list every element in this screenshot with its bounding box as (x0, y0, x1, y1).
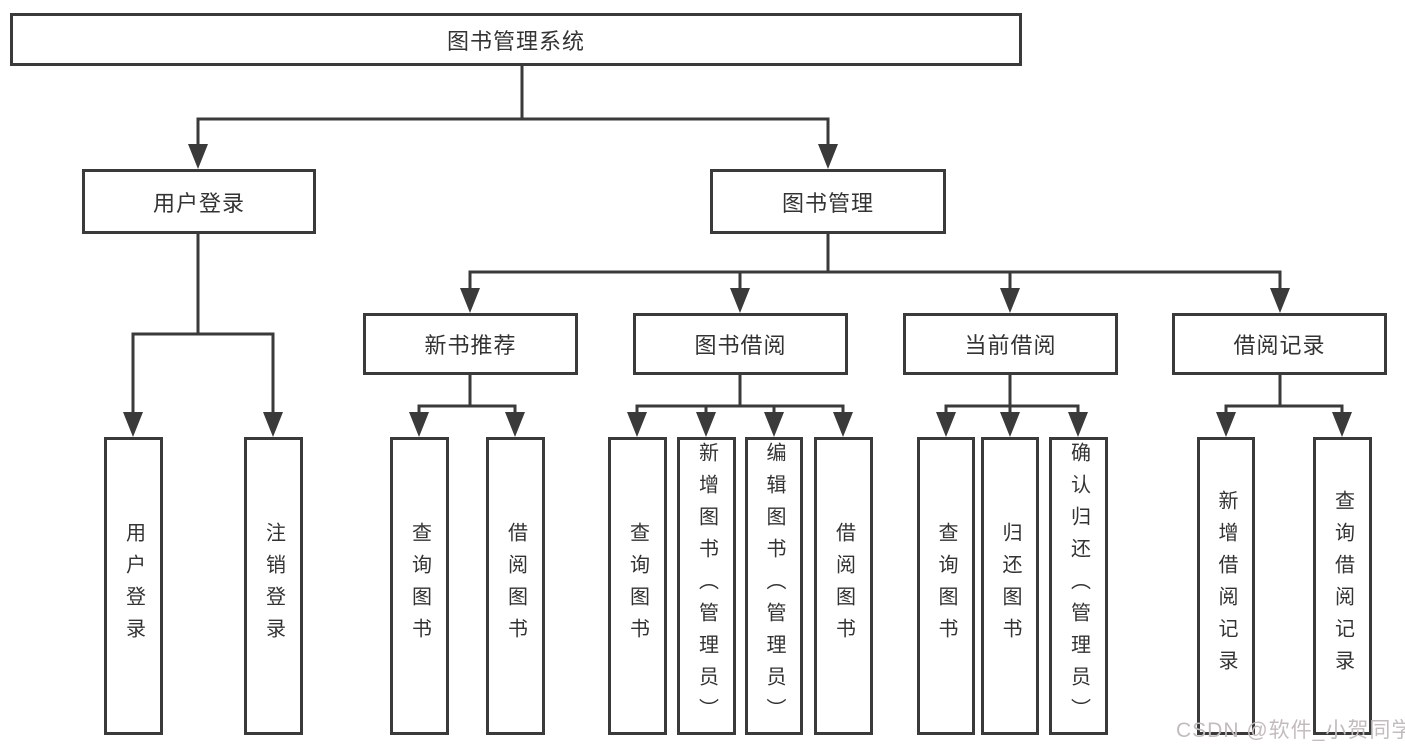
node-root: 图书管理系统 (10, 13, 1022, 66)
leaf-query-book-recommend: 查询图书 (390, 437, 449, 735)
watermark: CSDN @软件_小贺同学 (1176, 719, 1405, 742)
leaf-borrow-book-recommend-label: 借阅图书 (504, 522, 527, 650)
leaf-user-login: 用户登录 (104, 437, 163, 735)
leaf-logout: 注销登录 (244, 437, 303, 735)
leaf-add-borrow-record: 新增借阅记录 (1197, 437, 1255, 735)
leaf-query-book-current-label: 查询图书 (935, 522, 957, 650)
leaf-query-book-borrow: 查询图书 (608, 437, 667, 735)
node-book-borrow: 图书借阅 (633, 313, 848, 375)
leaf-user-login-label: 用户登录 (122, 522, 145, 650)
leaf-query-borrow-record: 查询借阅记录 (1313, 437, 1372, 735)
node-current-borrow-label: 当前借阅 (964, 333, 1057, 358)
leaf-confirm-return-admin-label: 确认归还（管理员） (1067, 442, 1090, 730)
connector-group (123, 66, 1352, 437)
leaf-return-book: 归还图书 (981, 437, 1039, 735)
node-current-borrow: 当前借阅 (903, 313, 1118, 375)
leaf-borrow-book: 借阅图书 (814, 437, 873, 735)
leaf-query-borrow-record-label: 查询借阅记录 (1331, 490, 1354, 682)
leaf-query-book-recommend-label: 查询图书 (408, 522, 431, 650)
node-book-borrow-label: 图书借阅 (694, 333, 787, 358)
node-new-book-recommend-label: 新书推荐 (424, 333, 517, 358)
leaf-add-book-admin: 新增图书（管理员） (677, 437, 736, 735)
node-book-management-label: 图书管理 (781, 190, 874, 216)
leaf-edit-book-admin: 编辑图书（管理员） (745, 437, 803, 735)
leaf-borrow-book-recommend: 借阅图书 (486, 437, 545, 735)
leaf-edit-book-admin-label: 编辑图书（管理员） (763, 442, 785, 730)
node-root-label: 图书管理系统 (446, 28, 585, 54)
leaf-return-book-label: 归还图书 (999, 522, 1021, 650)
node-user-login-label: 用户登录 (152, 190, 245, 216)
leaf-query-book-current: 查询图书 (917, 437, 975, 735)
leaf-query-book-borrow-label: 查询图书 (626, 522, 649, 650)
node-borrow-records-label: 借阅记录 (1233, 333, 1326, 358)
leaf-add-borrow-record-label: 新增借阅记录 (1215, 490, 1237, 682)
node-book-management: 图书管理 (710, 169, 946, 234)
leaf-confirm-return-admin: 确认归还（管理员） (1049, 437, 1108, 735)
node-borrow-records: 借阅记录 (1172, 313, 1387, 375)
leaf-borrow-book-label: 借阅图书 (832, 522, 855, 650)
leaf-logout-label: 注销登录 (262, 522, 285, 650)
leaf-add-book-admin-label: 新增图书（管理员） (695, 442, 718, 730)
node-user-login: 用户登录 (82, 169, 316, 234)
node-new-book-recommend: 新书推荐 (363, 313, 578, 375)
